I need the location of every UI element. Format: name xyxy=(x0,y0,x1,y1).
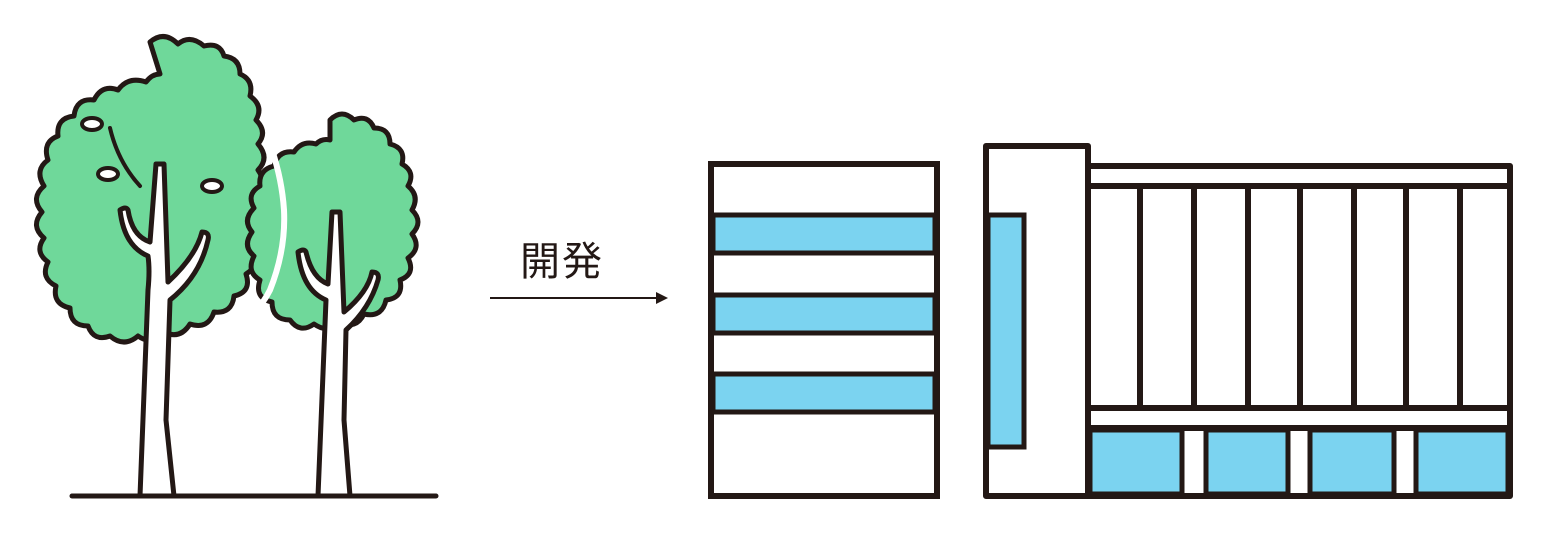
knot-icon xyxy=(200,178,224,194)
column-lines xyxy=(1137,186,1463,408)
window-band xyxy=(710,292,938,336)
ground-window xyxy=(1307,427,1397,497)
knot-icon xyxy=(80,116,104,132)
tower-window xyxy=(985,212,1027,450)
window-band xyxy=(710,371,938,415)
building-left-icon xyxy=(708,161,940,499)
small-tree-trunk xyxy=(295,209,381,499)
big-tree-trunk xyxy=(117,161,211,499)
big-tree-icon xyxy=(34,34,267,499)
small-tree-icon xyxy=(245,111,421,499)
development-label: 開発 xyxy=(520,239,604,285)
ground-window xyxy=(1203,427,1291,497)
window-band xyxy=(710,212,938,256)
knot-icon xyxy=(96,166,120,182)
building-right-icon xyxy=(983,143,1513,499)
arrow-icon xyxy=(490,292,668,304)
ground-window xyxy=(1087,427,1185,497)
ground-window xyxy=(1413,427,1511,497)
